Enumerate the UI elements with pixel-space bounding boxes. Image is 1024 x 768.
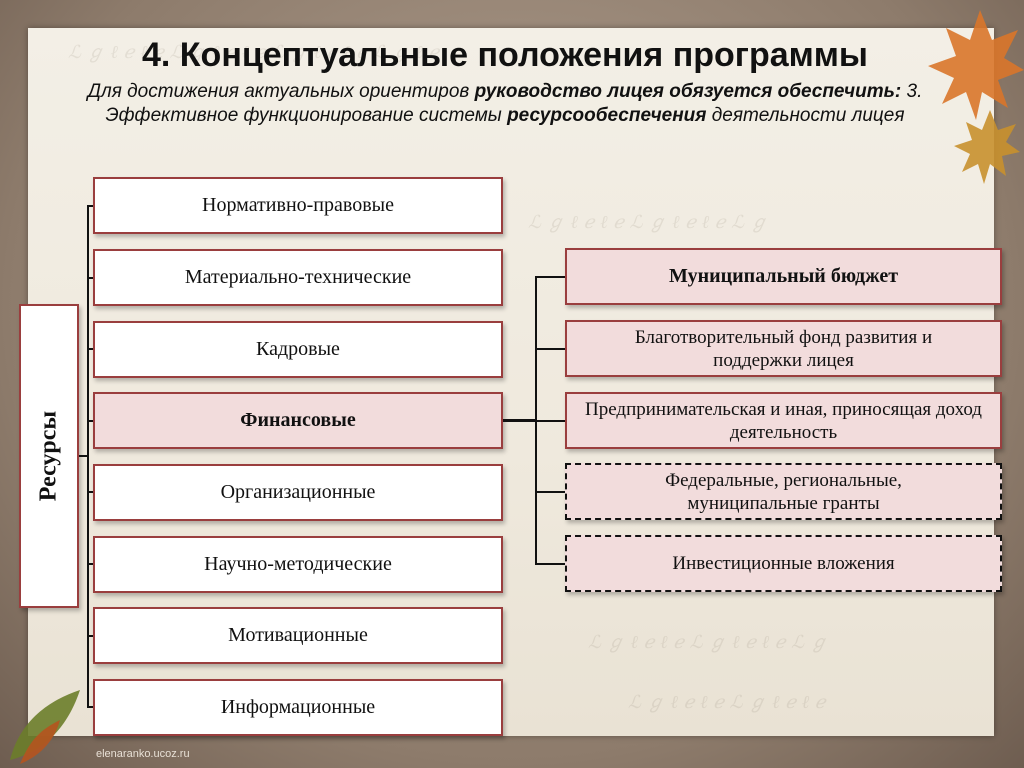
resource-node-material: Материально-технические	[93, 249, 503, 306]
slide-title: 4. Концептуальные положения программы	[142, 36, 868, 74]
resource-node-label: Материально-технические	[184, 266, 412, 288]
connector-branch	[87, 205, 93, 207]
resource-node-label: Нормативно-правовые	[202, 194, 394, 216]
connector-branch	[87, 277, 93, 279]
resource-node-personnel: Кадровые	[93, 321, 503, 378]
subtitle-part: Для достижения актуальных ориентиров	[87, 81, 475, 102]
subtitle-part: деятельности лицея	[706, 105, 905, 126]
resource-node-motivational: Мотивационные	[93, 607, 503, 664]
connector-branch	[535, 420, 565, 422]
decorative-handwriting: ℒ ℊ ℓ ℯ ℓ ℯ ℒ ℊ ℓ ℯ ℓ ℯ	[628, 692, 826, 713]
connector-branch	[535, 491, 565, 493]
resource-node-label: Финансовые	[240, 409, 356, 431]
footer-source: elenaranko.ucoz.ru	[96, 748, 190, 760]
decorative-handwriting: ℒ ℊ ℓ ℯ ℓ ℯ ℒ ℊ ℓ ℯ ℓ ℯ ℒ ℊ	[528, 212, 768, 233]
connector-branch	[535, 348, 565, 350]
connector-branch	[87, 706, 93, 708]
financial-source-label: Муниципальный бюджет	[668, 265, 899, 287]
connector-branch	[87, 635, 93, 637]
connector-branch	[87, 420, 93, 422]
connector-branch	[87, 348, 93, 350]
financial-source-label: Предпринимательская и иная, приносящая д…	[585, 398, 982, 443]
resource-node-scientific: Научно-методические	[93, 536, 503, 593]
financial-source-label: Федеральные, региональные, муниципальные…	[665, 469, 902, 514]
resource-node-label: Организационные	[220, 481, 376, 503]
root-node-resources: Ресурсы	[19, 304, 79, 608]
leaf-decoration	[10, 690, 80, 764]
subtitle-part-bold: руководство лицея обязуется обеспечить:	[474, 81, 902, 102]
resource-node-label: Кадровые	[256, 338, 340, 360]
decorative-handwriting: ℒ ℊ ℓ ℯ ℓ ℯ ℒ ℊ ℓ ℯ ℓ ℯ ℒ ℊ ℓ ℯ ℓ ℯ ℒ ℊ …	[68, 42, 440, 63]
financial-source-business: Предпринимательская и иная, приносящая д…	[565, 392, 1002, 449]
resource-node-label: Информационные	[220, 696, 376, 718]
resource-node-informational: Информационные	[93, 679, 503, 736]
financial-source-label: Инвестиционные вложения	[672, 553, 895, 574]
connector-spine	[87, 205, 89, 708]
financial-source-charity-fund: Благотворительный фонд развития и поддер…	[565, 320, 1002, 377]
connector-line	[503, 419, 537, 422]
connector-line	[79, 455, 88, 457]
subtitle-part-bold: ресурсообеспечения	[507, 105, 707, 126]
root-node-label: Ресурсы	[35, 410, 62, 502]
slide-subtitle: Для достижения актуальных ориентиров рук…	[40, 80, 970, 128]
resource-node-financial: Финансовые	[93, 392, 503, 449]
resource-node-normative: Нормативно-правовые	[93, 177, 503, 234]
connector-branch	[87, 491, 93, 493]
financial-source-grants: Федеральные, региональные, муниципальные…	[565, 463, 1002, 520]
decorative-handwriting: ℒ ℊ ℓ ℯ ℓ ℯ ℒ ℊ ℓ ℯ ℓ ℯ ℒ ℊ	[588, 632, 828, 653]
resource-node-label: Мотивационные	[228, 624, 368, 646]
resource-node-organizational: Организационные	[93, 464, 503, 521]
connector-branch	[87, 563, 93, 565]
subtitle-part: 3. Эффективное функционирование системы	[105, 81, 923, 126]
maple-leaves-decoration	[928, 10, 1024, 184]
financial-source-municipal-budget: Муниципальный бюджет	[565, 248, 1002, 305]
connector-branch	[535, 563, 565, 565]
financial-source-label: Благотворительный фонд развития и поддер…	[634, 326, 933, 371]
resource-node-label: Научно-методические	[204, 553, 392, 575]
financial-source-investments: Инвестиционные вложения	[565, 535, 1002, 592]
connector-branch	[535, 276, 565, 278]
